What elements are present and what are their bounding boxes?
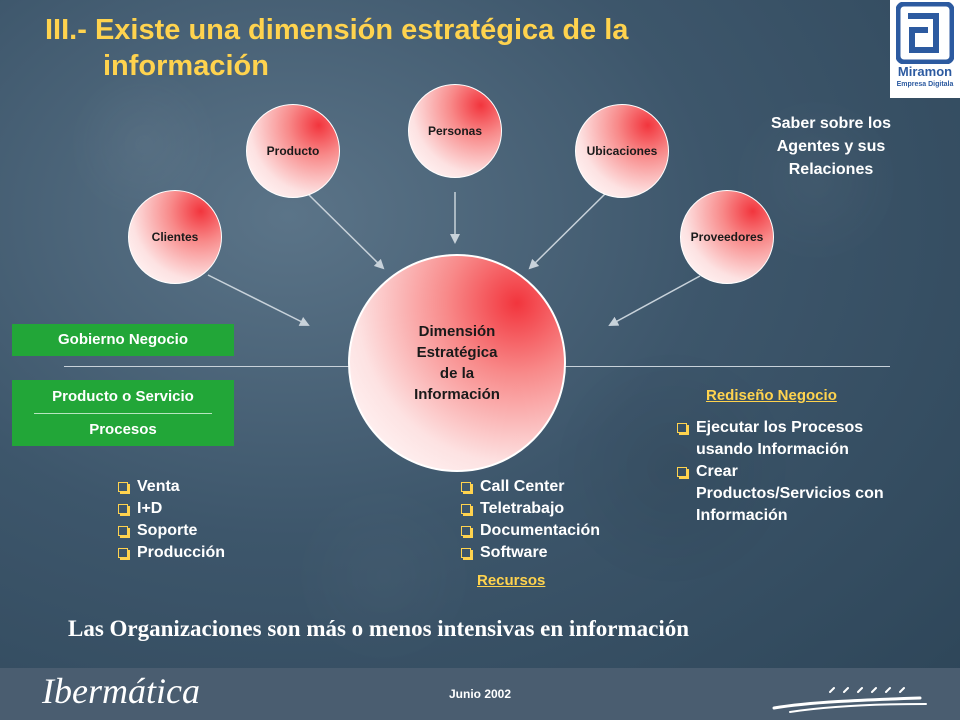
right-bullet-list: Ejecutar los Procesos usando Información…	[676, 417, 946, 527]
circle-clientes-label: Clientes	[151, 230, 199, 244]
center-line-1: Dimensión	[418, 323, 496, 340]
arrow-clientes	[207, 274, 310, 326]
horizontal-axis-right	[562, 366, 890, 367]
saber-line-1: Saber sobre los	[770, 115, 892, 132]
list-item: Call Center	[460, 476, 680, 498]
arrow-ubicaciones	[528, 193, 606, 270]
right-bullet-2-line-3: Información	[696, 507, 788, 524]
arrow-proveedores	[608, 275, 701, 326]
circle-proveedores: Proveedores	[680, 190, 774, 284]
center-circle: Dimensión Estratégica de la Información	[348, 254, 566, 472]
miramon-logo-icon	[896, 2, 954, 64]
center-line-4: Información	[414, 386, 500, 403]
ibermatica-logo: Ibermática	[42, 671, 200, 711]
circle-ubicaciones-label: Ubicaciones	[586, 144, 658, 158]
right-bullet-1-line-1: Ejecutar los Procesos	[696, 419, 864, 436]
circle-ubicaciones: Ubicaciones	[575, 104, 669, 198]
procesos-label: Procesos	[89, 421, 157, 438]
gobierno-negocio-box: Gobierno Negocio	[12, 324, 234, 356]
list-item: Venta	[117, 476, 317, 498]
circle-proveedores-label: Proveedores	[690, 230, 764, 244]
list-item: Soporte	[117, 520, 317, 542]
right-bullet-1-line-2: usando Información	[696, 441, 849, 458]
producto-servicio-label: Producto o Servicio	[52, 388, 194, 405]
producto-procesos-box: Producto o Servicio Procesos	[12, 380, 234, 446]
saber-line-2: Agentes y sus	[776, 138, 886, 155]
recursos-link[interactable]: Recursos	[477, 572, 546, 589]
list-item: Ejecutar los Procesos usando Información	[676, 417, 946, 461]
list-item: Documentación	[460, 520, 680, 542]
miramon-logo: Miramon Empresa Digitala	[890, 0, 960, 98]
logo-name: Miramon	[897, 64, 953, 79]
circle-clientes: Clientes	[128, 190, 222, 284]
horizontal-axis-left	[64, 366, 350, 367]
list-item: Producción	[117, 542, 317, 564]
right-bullet-2-line-1: Crear	[696, 463, 738, 480]
circle-personas-label: Personas	[427, 124, 483, 138]
circle-producto: Producto	[246, 104, 340, 198]
bottom-statement: Las Organizaciones son más o menos inten…	[68, 616, 690, 641]
title-line-2: información	[103, 50, 269, 82]
circle-personas: Personas	[408, 84, 502, 178]
title-line-1: III.- Existe una dimensión estratégica d…	[45, 14, 629, 46]
center-circle-text: Dimensión Estratégica de la Información	[414, 321, 500, 405]
list-item: Software	[460, 542, 680, 564]
left-bullet-list: Venta I+D Soporte Producción	[117, 476, 317, 564]
saber-agentes-text: Saber sobre los Agentes y sus Relaciones	[745, 112, 917, 181]
logo-tagline: Empresa Digitala	[896, 81, 954, 88]
center-line-3: de la	[439, 365, 475, 382]
center-line-2: Estratégica	[416, 344, 498, 361]
list-item: Teletrabajo	[460, 498, 680, 520]
right-bullet-2-line-2: Productos/Servicios con	[696, 485, 884, 502]
green-box-divider	[34, 413, 212, 414]
saber-line-3: Relaciones	[788, 161, 874, 178]
list-item: I+D	[117, 498, 317, 520]
slide-title: III.- Existe una dimensión estratégica d…	[45, 12, 628, 84]
list-item: Crear Productos/Servicios con Informació…	[676, 461, 946, 527]
rediseno-negocio-link[interactable]: Rediseño Negocio	[706, 387, 837, 404]
center-bullet-list: Call Center Teletrabajo Documentación So…	[460, 476, 680, 564]
arrow-producto	[307, 193, 385, 270]
footer-date: Junio 2002	[448, 687, 512, 701]
circle-producto-label: Producto	[266, 144, 320, 158]
footer-bar: Ibermática Junio 2002	[0, 668, 960, 720]
signature-swoosh-icon	[772, 687, 927, 713]
